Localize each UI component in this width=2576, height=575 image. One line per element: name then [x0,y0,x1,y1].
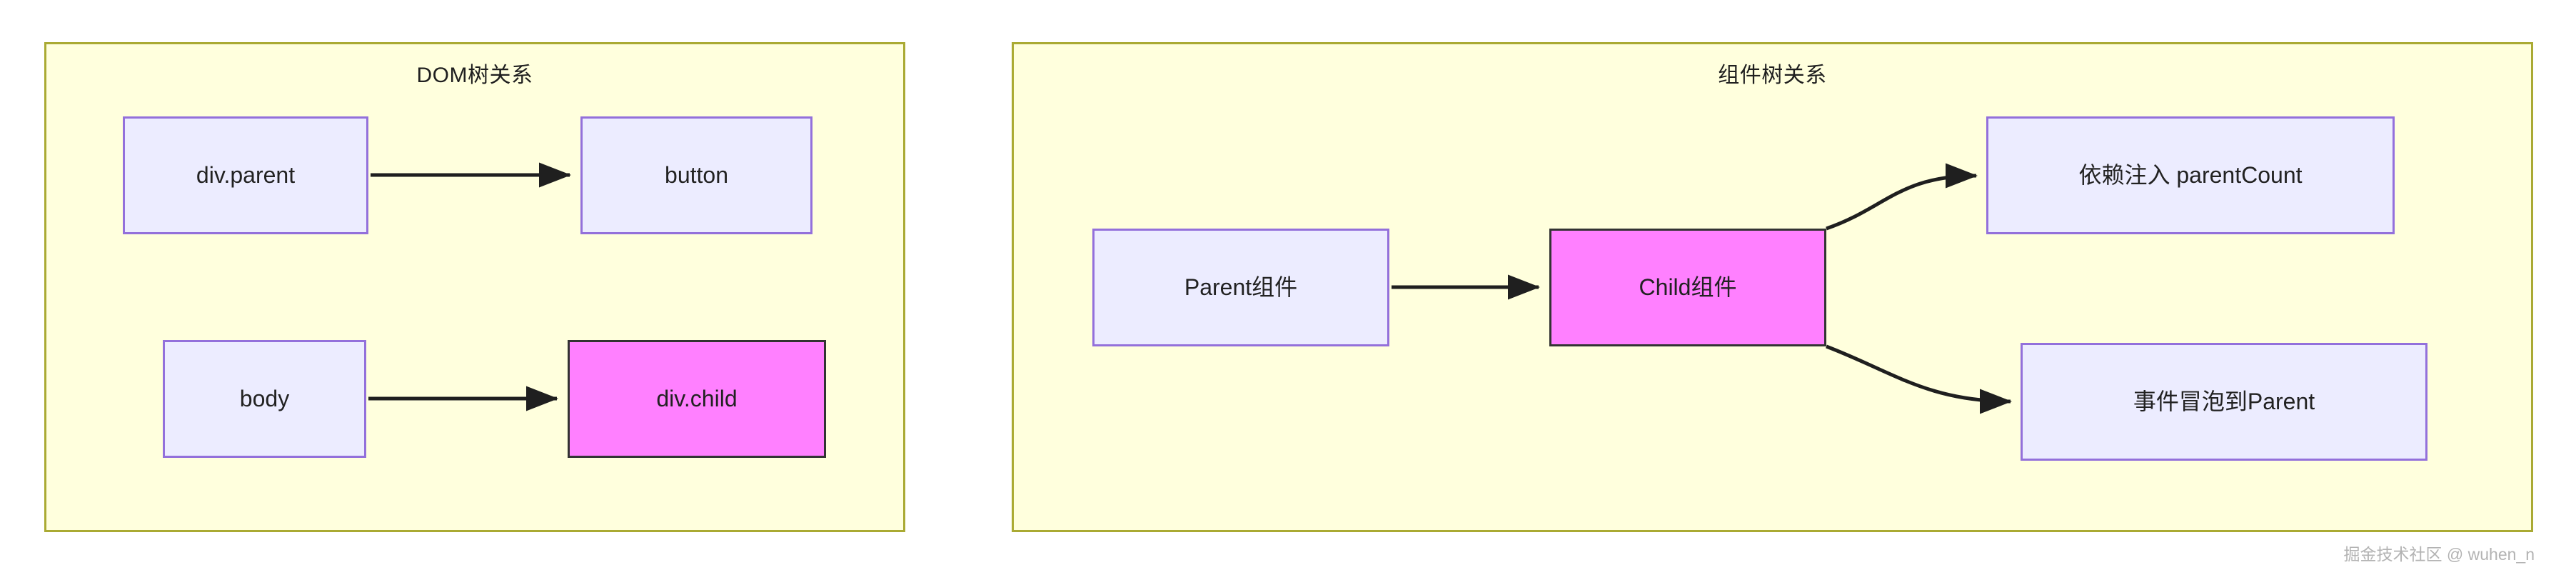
panel-dom-tree-title: DOM树关系 [416,64,533,87]
watermark: 掘金技术社区 @ wuhen_n [2343,545,2535,564]
node-div-parent[interactable]: div.parent [123,116,368,234]
node-dependency-injection-label: 依赖注入 parentCount [2078,162,2303,189]
node-child-component-label: Child组件 [1639,274,1737,301]
node-body-label: body [239,386,290,412]
node-event-bubbling-label: 事件冒泡到Parent [2133,389,2315,415]
panel-dom-tree: DOM树关系 [44,42,905,532]
node-button[interactable]: button [580,116,812,234]
node-dependency-injection[interactable]: 依赖注入 parentCount [1986,116,2395,234]
node-div-parent-label: div.parent [196,162,296,189]
node-div-child[interactable]: div.child [568,340,826,458]
node-parent-component-label: Parent组件 [1184,274,1298,301]
node-child-component[interactable]: Child组件 [1549,229,1826,346]
node-div-child-label: div.child [656,386,738,412]
node-parent-component[interactable]: Parent组件 [1092,229,1389,346]
node-event-bubbling[interactable]: 事件冒泡到Parent [2021,343,2427,461]
node-button-label: button [665,162,728,189]
panel-component-tree-title: 组件树关系 [1718,64,1827,87]
node-body[interactable]: body [163,340,366,458]
